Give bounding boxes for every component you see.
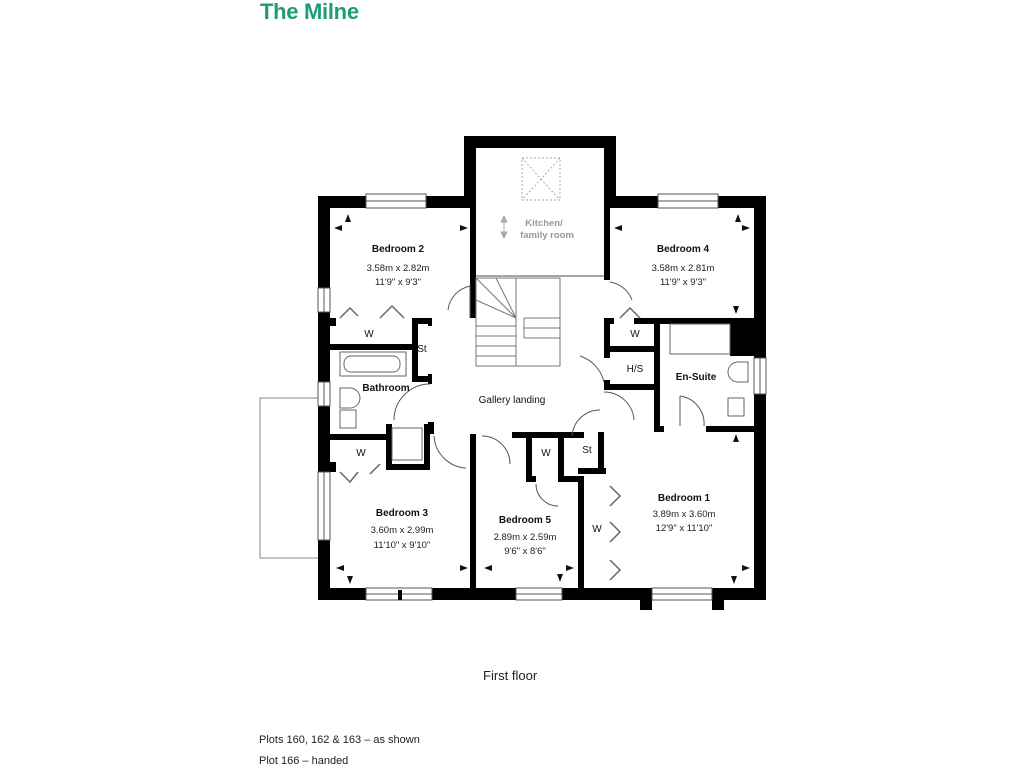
- wardrobe-bed1-label: W: [592, 524, 602, 535]
- doors: [393, 281, 705, 507]
- ensuite-label: En-Suite: [676, 372, 717, 383]
- store-label-2: St: [582, 445, 592, 456]
- bedroom5-imperial: 9'6" x 8'6": [504, 546, 546, 557]
- bathroom-label: Bathroom: [362, 383, 409, 394]
- page-title: The Milne: [260, 0, 359, 24]
- floor-label: First floor: [483, 668, 538, 683]
- bedroom5-metric: 2.89m x 2.59m: [494, 532, 557, 543]
- kitchen-void-label-2: family room: [520, 230, 574, 241]
- plots-note-1: Plots 160, 162 & 163 – as shown: [259, 734, 420, 746]
- kitchen-void-label-1: Kitchen/: [525, 218, 563, 229]
- toilets-and-basins: [339, 361, 749, 461]
- wardrobe-bed3-label: W: [356, 448, 366, 459]
- wardrobe-bed5-label: W: [541, 448, 551, 459]
- wardrobe-bed2-label: W: [364, 329, 374, 340]
- interior-walls: [330, 208, 756, 588]
- balcony-outline: [259, 397, 319, 559]
- bedroom4-label: Bedroom 4: [657, 244, 710, 255]
- windows: [317, 193, 767, 601]
- bedroom4-imperial: 11'9" x 9'3": [660, 277, 706, 288]
- wardrobe-bed4-label: W: [630, 329, 640, 340]
- wardrobe-doors: [339, 304, 641, 581]
- bedroom2-imperial: 11'9" x 9'3": [375, 277, 421, 288]
- staircase: [475, 277, 561, 367]
- bedroom3-label: Bedroom 3: [376, 508, 429, 519]
- bedroom1-imperial: 12'9" x 11'10": [656, 523, 713, 534]
- bedroom2-metric: 3.58m x 2.82m: [367, 263, 430, 274]
- bedroom2-label: Bedroom 2: [372, 244, 425, 255]
- gallery-landing-label: Gallery landing: [479, 395, 546, 406]
- void-arrow-icon: [500, 214, 508, 240]
- plots-note-2: Plot 166 – handed: [259, 755, 349, 767]
- exterior-walls: [318, 136, 766, 610]
- store-label-1: St: [417, 344, 427, 355]
- skylight: [521, 157, 561, 201]
- bedroom5-label: Bedroom 5: [499, 515, 552, 526]
- bedroom1-metric: 3.89m x 3.60m: [653, 509, 716, 520]
- bedroom1-label: Bedroom 1: [658, 493, 711, 504]
- bath: [339, 323, 731, 377]
- hs-label: H/S: [627, 364, 644, 375]
- bedroom3-imperial: 11'10" x 9'10": [374, 540, 431, 551]
- bedroom3-metric: 3.60m x 2.99m: [371, 525, 434, 536]
- dimension-markers: [334, 214, 750, 584]
- bedroom4-metric: 3.58m x 2.81m: [652, 263, 715, 274]
